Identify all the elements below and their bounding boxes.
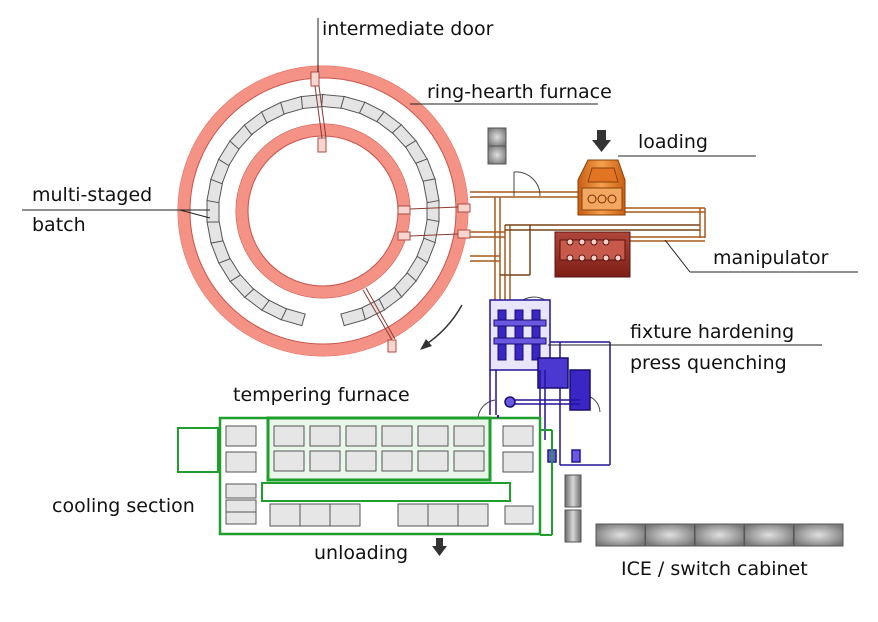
tray [381,425,413,447]
tray [345,450,377,472]
door-outer-bottom [387,339,397,353]
cabinet-unit [645,523,695,547]
label-text: ring-hearth furnace [427,81,612,103]
label-unloading: unloading [314,542,408,564]
tray [329,503,361,527]
tray [225,511,257,525]
tray [225,425,257,447]
tempering-trays [225,425,534,527]
ice-switch-cabinet [595,523,844,547]
label-intermediate-door: intermediate door [317,18,494,72]
door-inner-right [397,205,411,215]
tray [502,425,534,447]
door-outer-right [457,203,471,213]
tray [225,483,257,499]
batch-slots [206,93,440,327]
label-tempering-furnace: tempering furnace [233,384,410,406]
label-text: cooling section [52,495,195,517]
tray [427,503,459,527]
tray [225,499,257,513]
label-text: ICE / switch cabinet [621,558,808,580]
label-multi-staged-batch: multi-staged batch [22,184,211,236]
batch-slot [206,199,220,223]
label-text: loading [638,131,708,153]
label-manipulator: manipulator [664,239,858,273]
label-text: fixture hardening [630,321,794,343]
door-swing [513,171,541,197]
label-cooling-section: cooling section [52,495,195,517]
batch-slot [426,199,440,223]
tray [309,425,341,447]
tray [453,425,485,447]
label-text: tempering furnace [233,384,410,406]
tray [345,425,377,447]
tray [457,503,489,527]
down-arrow-icon [432,538,447,556]
tray [417,450,449,472]
down-arrow-icon [592,130,611,152]
tray [381,450,413,472]
label-text: intermediate door [322,18,494,40]
cabinet-unit [595,523,646,547]
press-quench-unit [489,299,611,466]
cabinet-unit [793,523,844,547]
tray [225,451,257,473]
label-ring-hearth-furnace: ring-hearth furnace [410,81,612,105]
tray [417,425,449,447]
label-text: unloading [314,542,408,564]
label-text: manipulator [713,247,829,269]
door-outer-top [310,71,320,87]
batch-slot [340,307,366,327]
tray [453,450,485,472]
tray [273,425,305,447]
tray [299,503,331,527]
cabinet-unit [694,523,745,547]
label-text: press quenching [630,352,787,374]
tray [309,450,341,472]
tray [397,503,429,527]
door-inner-top [317,137,327,153]
batch-slot [422,178,440,204]
tray [273,450,305,472]
ring-hearth-furnace [177,65,471,357]
tray [504,505,534,525]
cabinet-unit [744,523,794,547]
label-loading: loading [618,131,756,157]
tray [502,451,534,473]
label-fixture-hardening: fixture hardening press quenching [548,321,822,374]
tray [269,503,301,527]
label-ice-switch-cabinet: ICE / switch cabinet [621,558,808,580]
rotation-arrow-icon [424,304,463,346]
loading-station [577,130,626,216]
quench-tank [554,231,631,278]
manipulator-rails [470,191,706,300]
tempering-furnace [177,416,553,536]
label-text: multi-staged [32,184,152,206]
label-text: batch [32,214,86,236]
control-box-stack [487,127,507,165]
side-cabinets [564,474,582,543]
